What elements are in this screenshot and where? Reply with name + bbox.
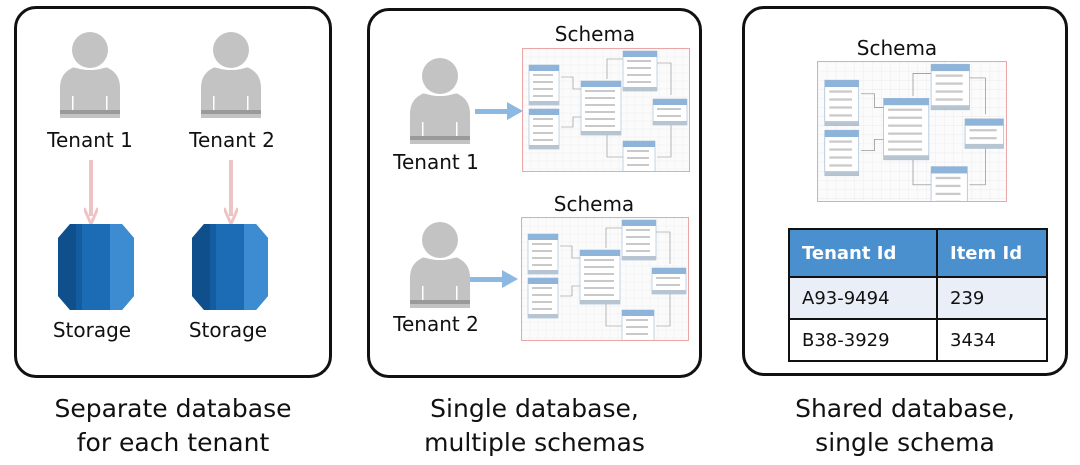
- arrow-down-icon: [224, 160, 238, 226]
- column-header: Tenant Id: [788, 228, 938, 278]
- schema-diagram: [521, 217, 689, 341]
- caption-line: Separate database: [54, 394, 292, 423]
- tenant-label: Tenant 1: [393, 150, 479, 174]
- tenant-items-table: Tenant Id Item Id A93-9494 239 B38-3929 …: [788, 228, 1048, 362]
- storage-label: Storage: [52, 318, 132, 342]
- table-header-row: Tenant Id Item Id: [788, 228, 1048, 278]
- arrow-down-icon: [84, 160, 98, 226]
- table-row: A93-9494 239: [788, 276, 1048, 320]
- erd-diagram: [523, 49, 689, 171]
- arrow-right-icon: [475, 102, 523, 120]
- table-cell: B38-3929: [788, 318, 938, 362]
- table-cell: A93-9494: [788, 276, 938, 320]
- person-icon: [201, 32, 261, 118]
- table-cell: 3434: [936, 318, 1048, 362]
- caption: Separate database for each tenant: [14, 392, 332, 460]
- schema-title: Schema: [553, 192, 635, 216]
- schema-diagram: [817, 61, 1007, 202]
- schema-title: Schema: [856, 36, 938, 60]
- storage-label: Storage: [188, 318, 268, 342]
- tenant-label: Tenant 2: [393, 312, 479, 336]
- tenant-label: Tenant 1: [47, 128, 133, 152]
- panel-separate-database: [14, 6, 332, 378]
- person-icon: [60, 32, 120, 118]
- person-icon: [410, 58, 470, 144]
- erd-diagram: [522, 218, 688, 340]
- table-cell: 239: [936, 276, 1048, 320]
- person-icon: [410, 222, 470, 308]
- column-header: Item Id: [936, 228, 1048, 278]
- tenant-label: Tenant 2: [189, 128, 275, 152]
- database-icon: [58, 224, 134, 310]
- caption-line: single schema: [815, 428, 995, 457]
- table-row: B38-3929 3434: [788, 318, 1048, 362]
- caption: Shared database, single schema: [742, 392, 1068, 460]
- arrow-right-icon: [470, 270, 518, 288]
- caption-line: for each tenant: [76, 428, 270, 457]
- caption-line: multiple schemas: [424, 428, 645, 457]
- database-icon: [192, 224, 268, 310]
- caption-line: Shared database,: [795, 394, 1015, 423]
- schema-title: Schema: [554, 22, 636, 46]
- erd-diagram: [818, 62, 1006, 201]
- caption-line: Single database,: [430, 394, 639, 423]
- caption: Single database, multiple schemas: [367, 392, 702, 460]
- schema-diagram: [522, 48, 690, 172]
